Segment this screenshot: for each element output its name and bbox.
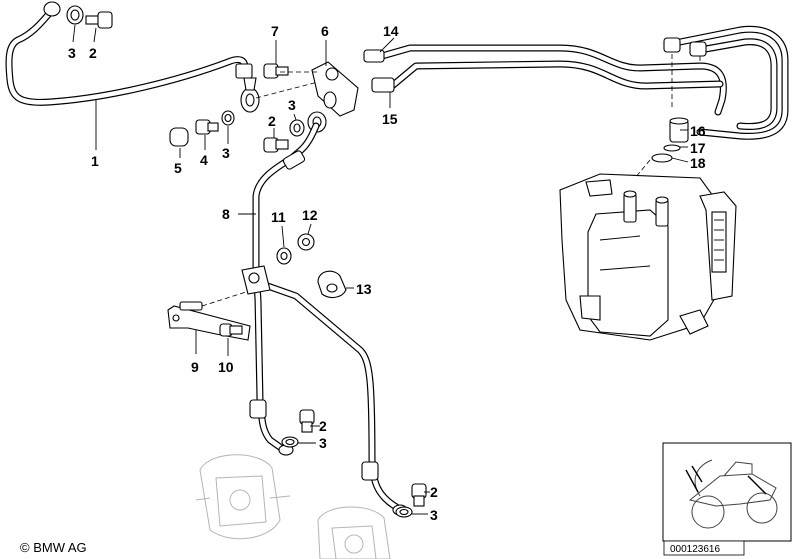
label-10: 10 bbox=[218, 359, 234, 375]
brake-caliper-ghost-right bbox=[317, 506, 391, 559]
document-number: 000123616 bbox=[670, 544, 720, 555]
sleeve-16[interactable] bbox=[669, 117, 689, 143]
bolt-bracket-9[interactable] bbox=[179, 301, 203, 311]
spacer-12[interactable] bbox=[297, 233, 315, 251]
label-14: 14 bbox=[383, 23, 399, 39]
label-3-mid-upper: 3 bbox=[288, 97, 296, 113]
banjo-bolt-lower-right[interactable] bbox=[411, 483, 427, 507]
o-ring-18[interactable] bbox=[651, 153, 673, 163]
bolt-7[interactable] bbox=[263, 63, 289, 79]
label-13: 13 bbox=[356, 281, 372, 297]
label-12: 12 bbox=[302, 207, 318, 223]
label-18: 18 bbox=[690, 155, 706, 171]
label-9: 9 bbox=[191, 359, 199, 375]
banjo-bolt-top-left[interactable] bbox=[85, 11, 113, 29]
brake-pipe-8[interactable] bbox=[249, 122, 408, 516]
label-17: 17 bbox=[690, 140, 706, 156]
label-3-left-cluster: 3 bbox=[222, 145, 230, 161]
brake-hose-1[interactable] bbox=[5, 1, 260, 113]
banjo-bolt-mid-upper[interactable] bbox=[263, 137, 289, 153]
bolt-10[interactable] bbox=[219, 323, 243, 337]
motorcycle-thumbnail bbox=[662, 442, 792, 542]
label-2-mid-upper: 2 bbox=[268, 113, 276, 129]
label-11: 11 bbox=[271, 209, 286, 225]
label-5: 5 bbox=[174, 160, 182, 176]
washer-mid-upper[interactable] bbox=[289, 119, 305, 137]
label-1: 1 bbox=[91, 153, 99, 169]
washer-lower-left[interactable] bbox=[281, 436, 299, 448]
label-7: 7 bbox=[271, 23, 279, 39]
document-number-box: 000123616 bbox=[663, 540, 745, 556]
label-16: 16 bbox=[690, 123, 706, 139]
brake-pipe-return-loop[interactable] bbox=[663, 25, 789, 140]
bracket-9[interactable] bbox=[167, 305, 251, 341]
leader-lines bbox=[72, 24, 689, 515]
washer-11[interactable] bbox=[276, 247, 292, 265]
label-2-lower-right: 2 bbox=[430, 484, 438, 500]
clip-13[interactable] bbox=[317, 270, 347, 299]
distributor-tee[interactable] bbox=[241, 265, 271, 295]
label-4: 4 bbox=[200, 152, 208, 168]
banjo-bolt-lower-left[interactable] bbox=[299, 409, 315, 433]
label-6: 6 bbox=[321, 23, 329, 39]
label-8: 8 bbox=[222, 206, 230, 222]
washer-top-left[interactable] bbox=[66, 5, 84, 25]
cap-5[interactable] bbox=[169, 127, 189, 147]
label-3-lower-right: 3 bbox=[430, 507, 438, 523]
brake-pipe-15[interactable] bbox=[371, 60, 724, 93]
label-2-top-left: 2 bbox=[89, 45, 97, 61]
label-3-top-left: 3 bbox=[68, 45, 76, 61]
bracket-6[interactable] bbox=[311, 61, 359, 117]
washer-left-cluster[interactable] bbox=[221, 110, 235, 126]
washer-lower-right[interactable] bbox=[395, 506, 413, 518]
abs-pressure-modulator[interactable] bbox=[559, 173, 737, 341]
label-15: 15 bbox=[382, 111, 398, 127]
brake-caliper-ghost-left bbox=[195, 454, 291, 540]
label-2-lower-left: 2 bbox=[319, 418, 327, 434]
o-ring-17[interactable] bbox=[663, 144, 681, 152]
label-3-lower-left: 3 bbox=[319, 435, 327, 451]
part-labels: 3 2 1 7 6 14 15 3 2 5 4 3 8 11 12 13 9 1… bbox=[68, 23, 706, 523]
copyright-text: © BMW AG bbox=[20, 540, 87, 555]
brake-pipe-14[interactable] bbox=[363, 44, 727, 116]
bleed-screw-4[interactable] bbox=[195, 119, 219, 135]
